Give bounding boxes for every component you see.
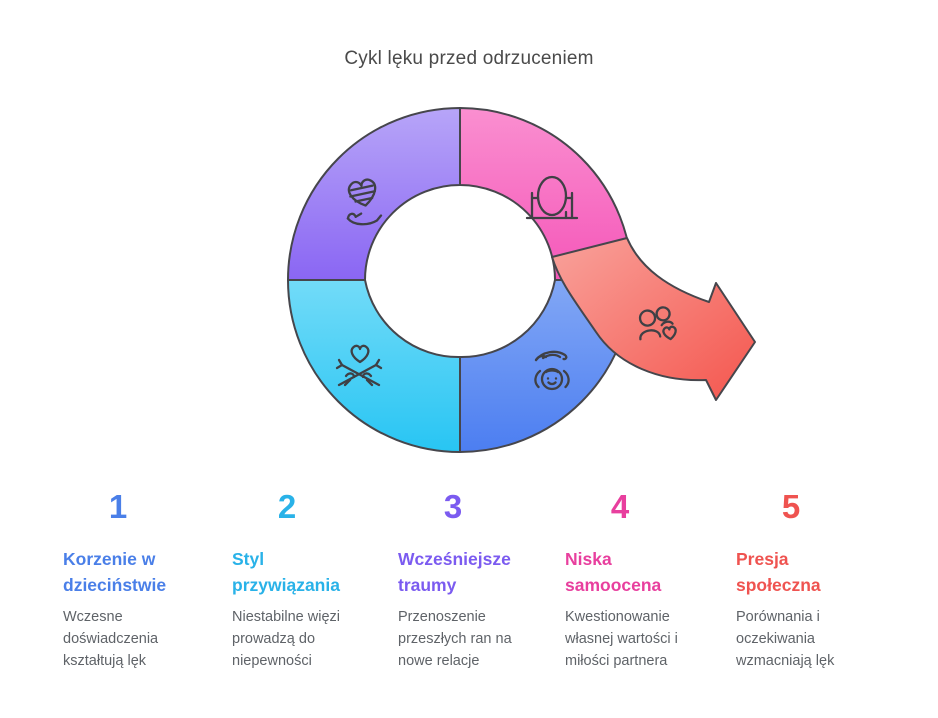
step-title: Niska samoocena (565, 549, 662, 595)
child-care-icon (534, 350, 570, 391)
heart-in-hand-icon (346, 178, 383, 226)
diagram-title: Cykl lęku przed odrzuceniem (344, 48, 594, 69)
people-heart-icon (638, 306, 677, 341)
heart-branches-icon (335, 344, 383, 387)
mirror-icon (525, 175, 579, 220)
cycle-exit-arrow (551, 237, 756, 401)
step-description: Niestabilne więzi prowadzą do niepewnośc… (232, 609, 340, 669)
step-title: Korzenie w dzieciństwie (63, 549, 167, 595)
cycle-diagram (287, 107, 756, 453)
step-title: Styl przywiązania (232, 549, 340, 595)
step-description: Wczesne doświadczenia kształtują lęk (63, 609, 159, 669)
step-description: Przenoszenie przeszłych ran na nowe rela… (398, 609, 512, 669)
step-title: Wcześniejsze traumy (398, 549, 511, 595)
step-title: Presja społeczna (736, 549, 821, 595)
step-description: Kwestionowanie własnej wartości i miłośc… (565, 609, 678, 669)
step-description: Porównania i oczekiwania wzmacniają lęk (736, 609, 835, 669)
